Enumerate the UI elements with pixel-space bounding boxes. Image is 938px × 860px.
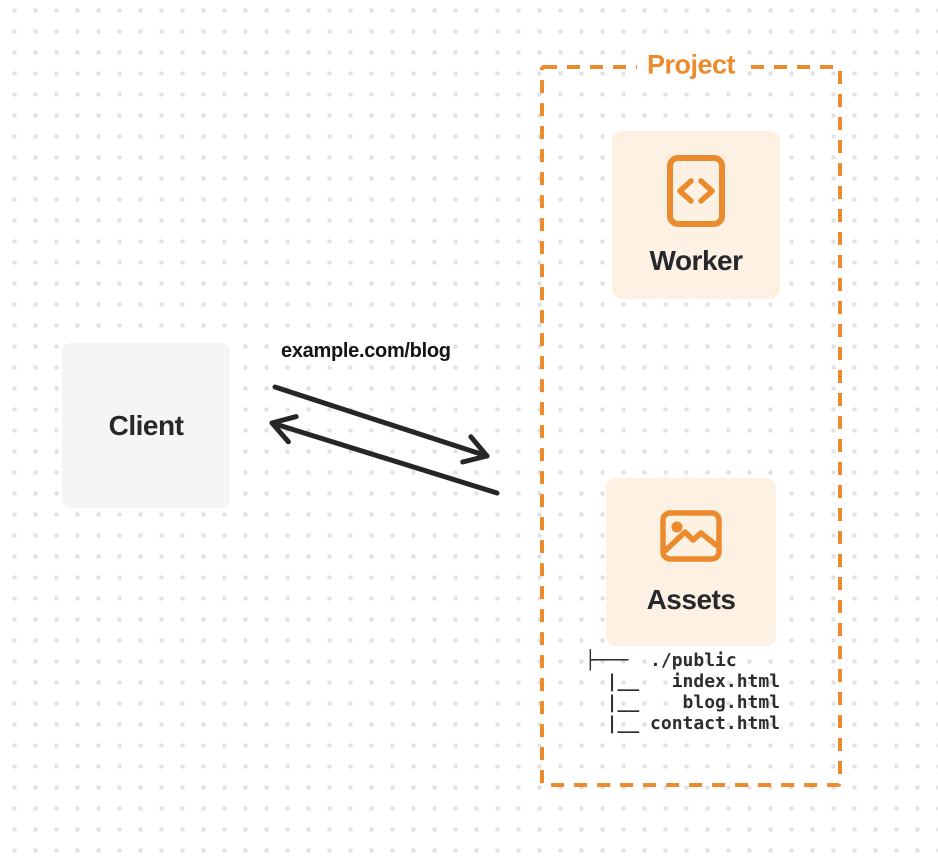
code-file-icon: [667, 155, 725, 227]
project-container: Project Worker Assets ├─── ./public |__ …: [540, 49, 842, 787]
client-label: Client: [108, 409, 184, 441]
request-url-label: example.com/blog: [281, 340, 451, 362]
response-arrowhead-icon: [269, 414, 299, 445]
worker-node: Worker: [612, 131, 780, 299]
request-arrow: [272, 384, 490, 459]
response-arrow: [269, 420, 500, 496]
assets-file-tree: ├─── ./public |__ index.html |__ blog.ht…: [585, 650, 781, 734]
image-icon: [660, 510, 722, 562]
project-title: Project: [636, 49, 746, 81]
assets-label: Assets: [646, 584, 736, 615]
worker-label: Worker: [649, 245, 743, 276]
assets-node: Assets: [606, 478, 776, 646]
request-arrowhead-icon: [460, 434, 490, 465]
client-node: Client: [62, 343, 230, 508]
